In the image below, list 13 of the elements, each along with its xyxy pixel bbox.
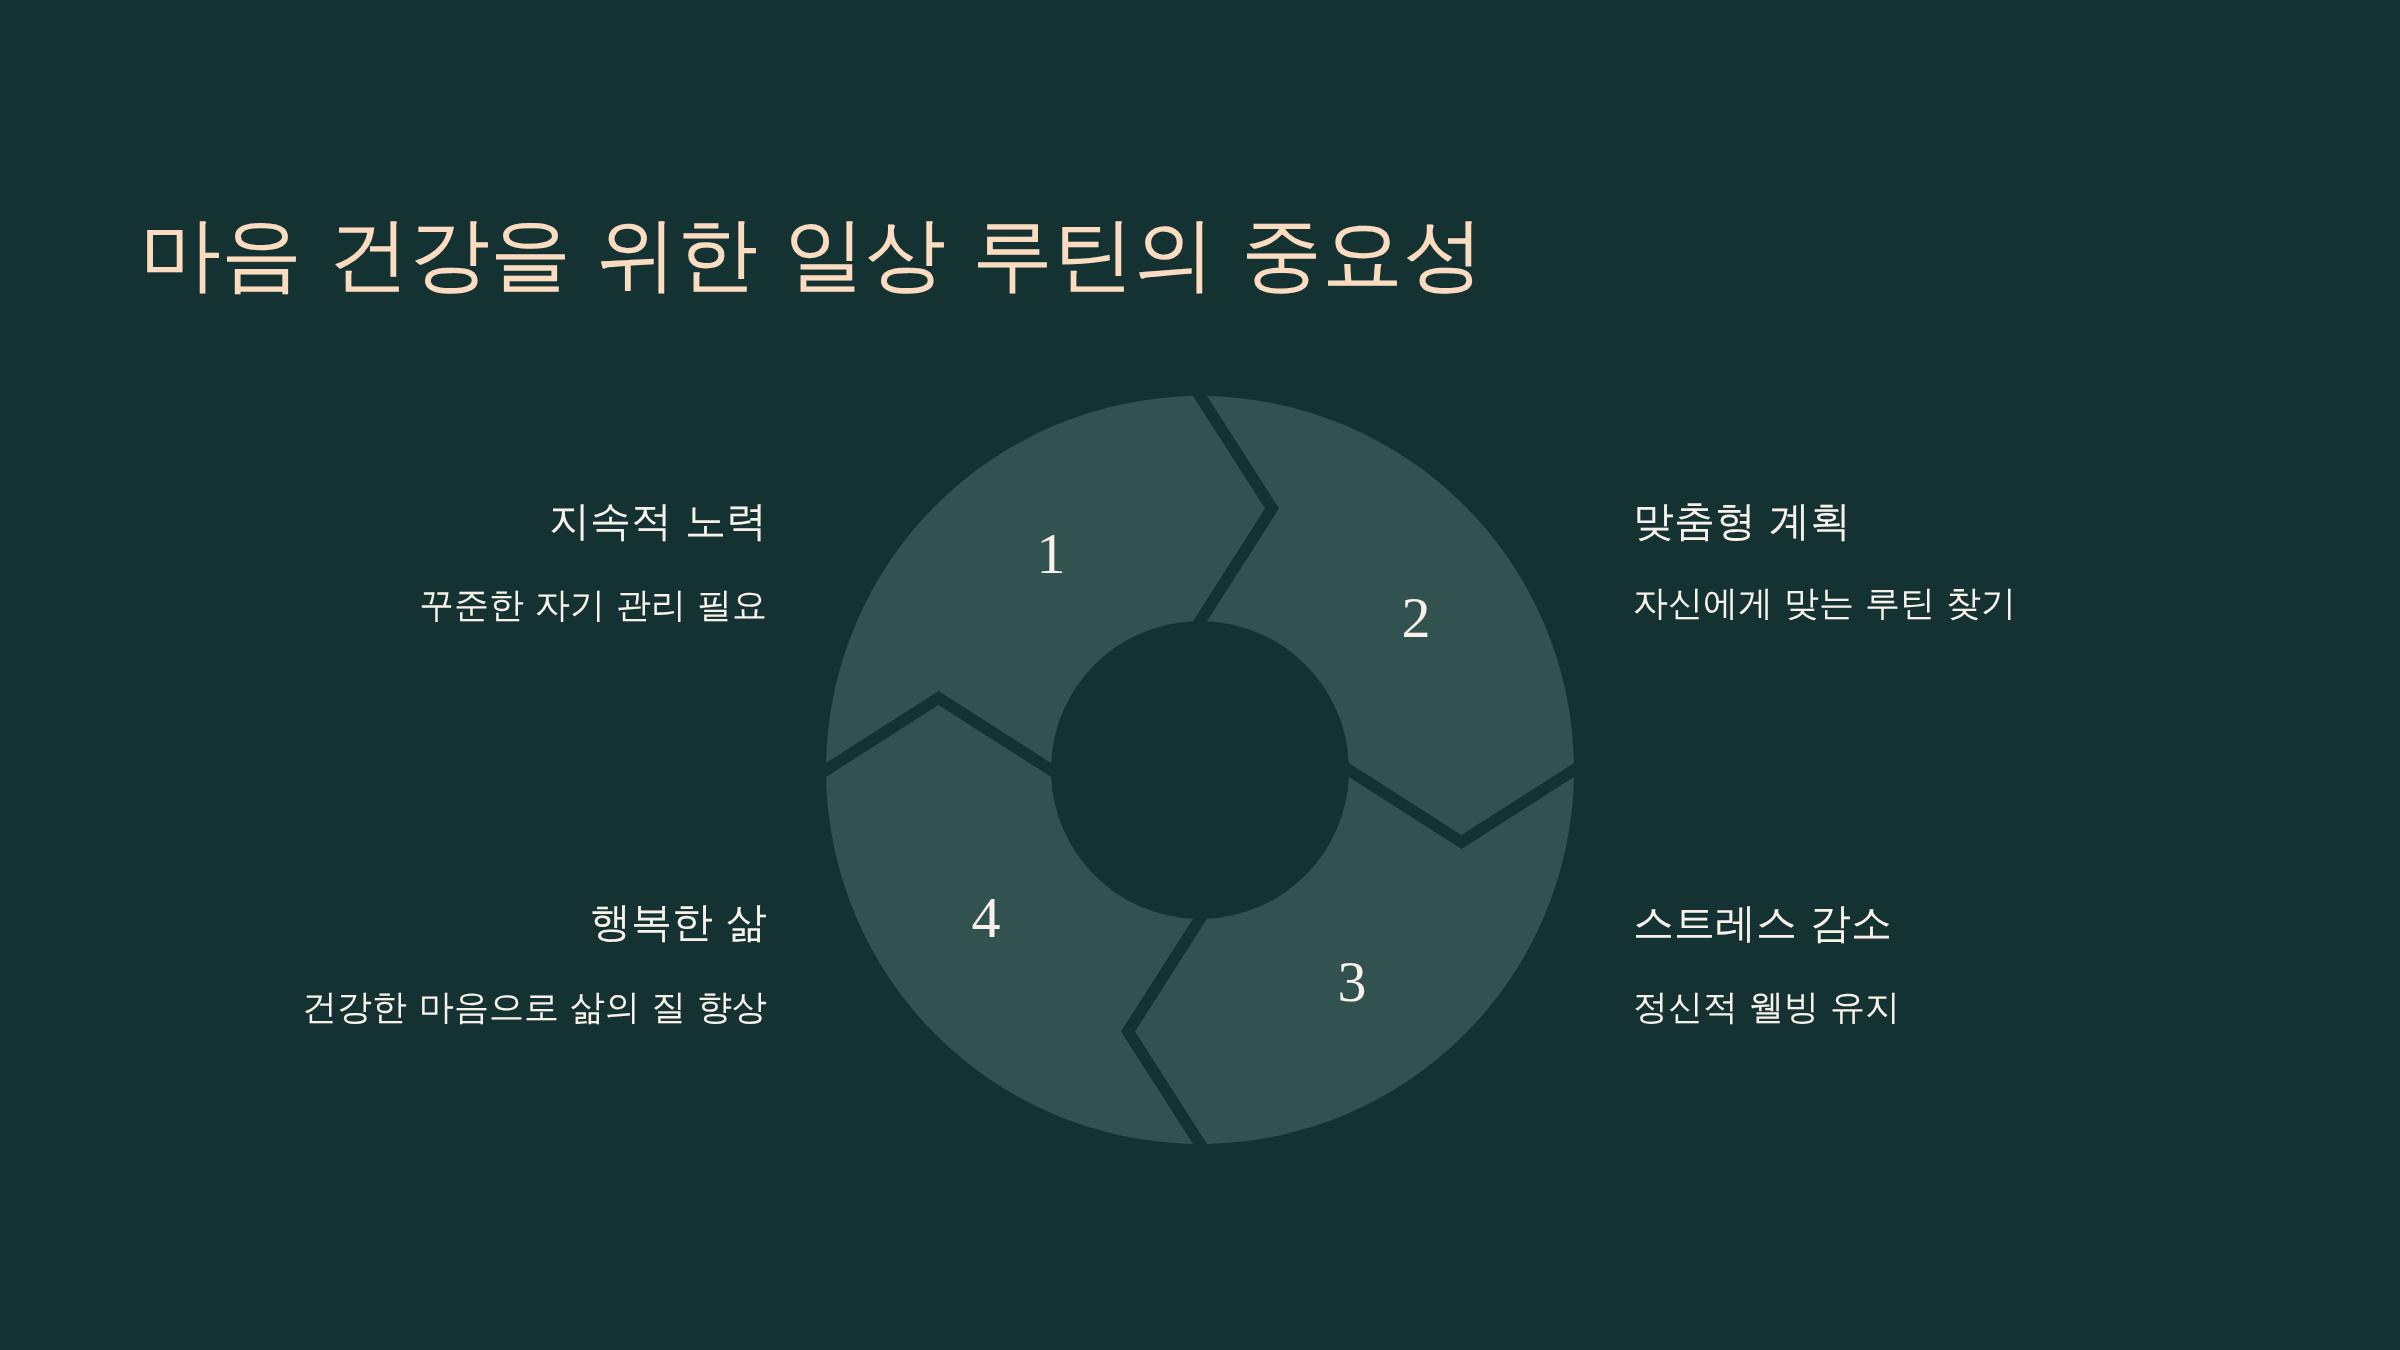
step-heading: 지속적 노력: [548, 498, 767, 546]
step-description: 건강한 마음으로 삶의 질 향상: [302, 986, 767, 1028]
step-number: 1: [1036, 525, 1066, 583]
step-description: 꾸준한 자기 관리 필요: [418, 584, 767, 626]
step-description: 정신적 웰빙 유지: [1633, 986, 1901, 1028]
step-heading: 맞춤형 계획: [1633, 498, 1852, 546]
slide-title: 마음 건강을 위한 일상 루틴의 중요성: [140, 208, 1484, 302]
step-description: 자신에게 맞는 루틴 찾기: [1633, 582, 2017, 624]
step-number: 4: [971, 889, 1001, 947]
step-heading: 스트레스 감소: [1633, 900, 1893, 948]
step-number: 3: [1337, 953, 1367, 1011]
step-number: 2: [1401, 589, 1431, 647]
step-heading: 행복한 삶: [589, 899, 767, 947]
